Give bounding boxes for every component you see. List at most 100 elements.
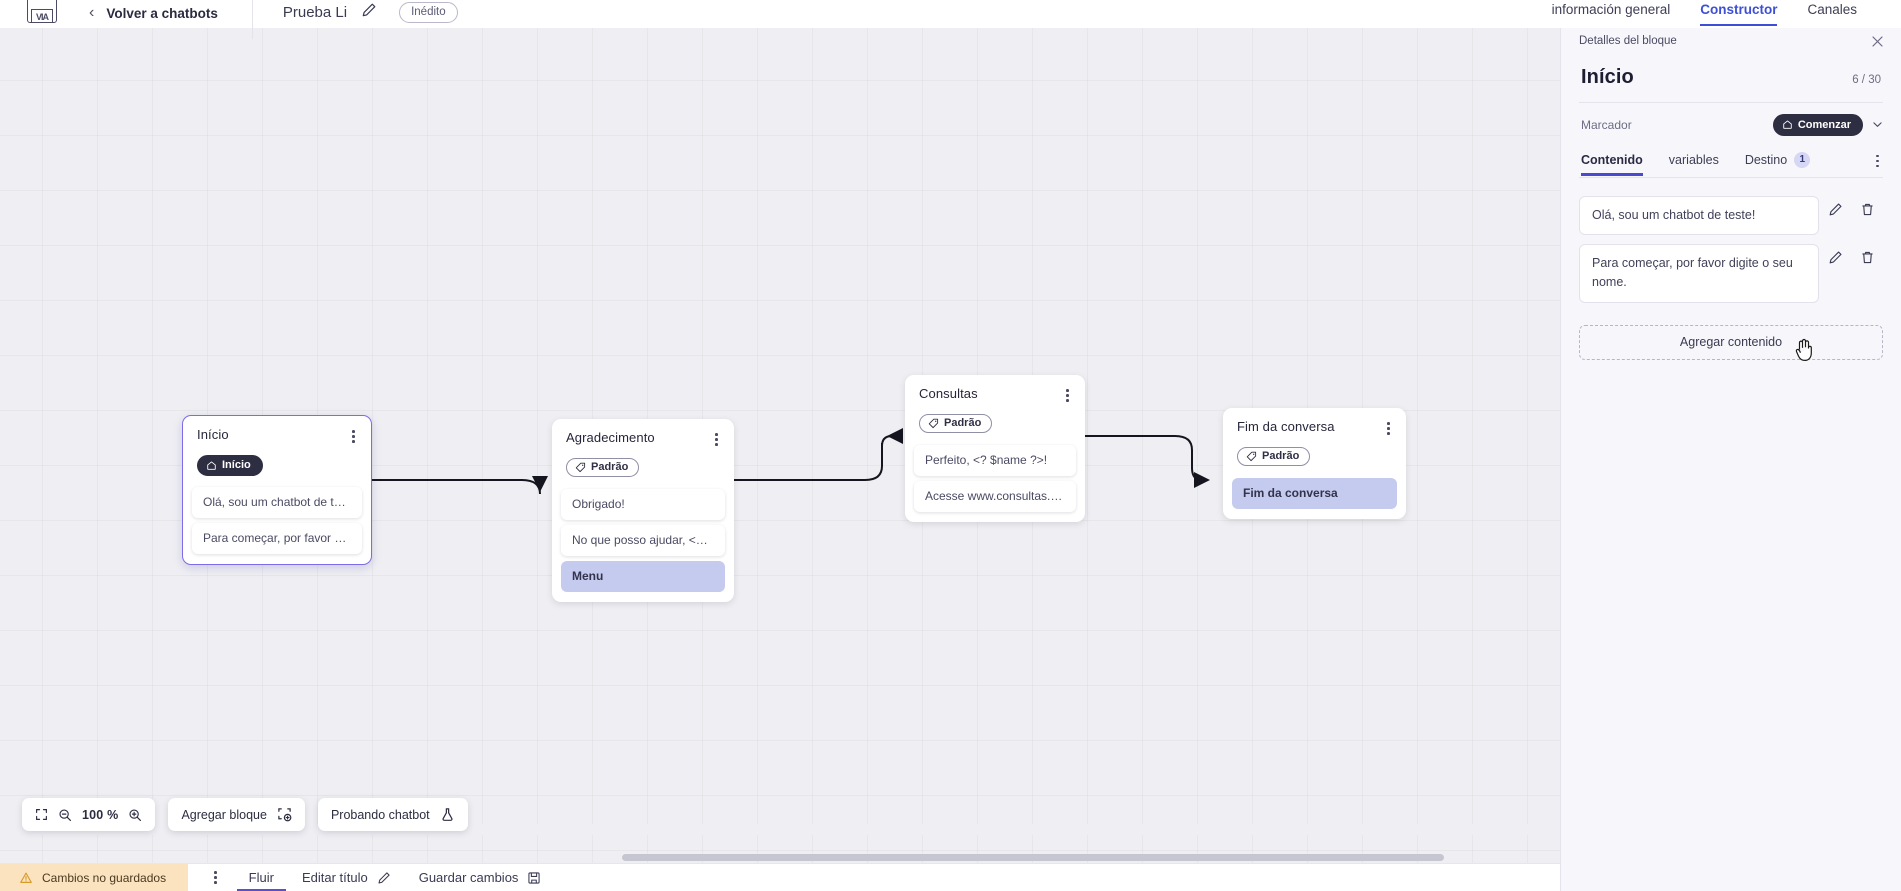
node-tag-row: Padrão [552,449,734,489]
zoom-in-icon[interactable] [128,808,142,822]
panel-tab-contenido[interactable]: Contenido [1581,153,1643,176]
node-message[interactable]: Perfeito, <? $name ?>! [914,444,1076,476]
bottom-tab-fluir[interactable]: Fluir [236,864,287,891]
content-row-actions [1819,244,1883,265]
unsaved-changes-banner: Cambios no guardados [0,863,189,891]
fit-screen-icon[interactable] [35,808,48,821]
node-message[interactable]: Para começar, por favor digite o ... [192,523,362,555]
edit-title-button[interactable]: Editar título [302,864,391,891]
app-logo-icon[interactable]: VIA [27,0,57,23]
warning-icon [19,871,33,885]
node-tag-badge[interactable]: Padrão [919,413,993,434]
node-tag-badge[interactable]: Padrão [1237,446,1311,467]
node-tag-label: Padrão [944,417,982,430]
node-title: Início [197,427,229,442]
home-icon [1782,119,1793,130]
save-changes-label: Guardar cambios [418,870,519,885]
panel-tab-variables[interactable]: variables [1669,153,1719,176]
back-chevron-icon[interactable]: ‹ [89,4,95,21]
marker-control: Comenzar [1772,114,1884,136]
panel-header: Detalles del bloque [1561,28,1901,54]
node-tag-row: Padrão [1223,438,1406,478]
node-kebab-icon[interactable] [1062,386,1073,405]
marker-label: Marcador [1581,117,1632,132]
zoom-out-icon[interactable] [58,808,72,822]
panel-header-title: Detalles del bloque [1579,35,1677,47]
document-title: Prueba Li [282,3,348,21]
node-message-highlight[interactable]: Fim da conversa [1232,477,1397,509]
back-to-chatbots-link[interactable]: Volver a chatbots [106,5,218,21]
panel-tabs-kebab-icon[interactable] [1872,152,1883,177]
header-tabs: información general Constructor Canales [1552,0,1901,28]
pencil-icon[interactable] [1819,250,1851,265]
node-tag-label: Padrão [591,461,629,474]
flow-node-consultas[interactable]: Consultas Padrão Perfeito, <? $name ?>! … [905,375,1085,522]
node-message[interactable]: No que posso ajudar, <? $name ... [561,524,725,556]
app-logo-mark: VIA [31,9,53,22]
flow-node-fim-da-conversa[interactable]: Fim da conversa Padrão Fim da conversa [1223,408,1406,519]
node-message[interactable]: Obrigado! [561,488,725,520]
bottom-bar: Cambios no guardados Fluir Editar título… [0,863,1560,891]
node-message[interactable]: Acesse www.consultas.com par... [914,480,1076,512]
panel-content-list: Olá, sou um chatbot de teste! Para começ… [1561,178,1901,303]
add-block-icon [277,807,292,822]
pencil-icon [377,871,391,885]
panel-tab-destino-label: Destino [1744,152,1788,167]
node-tag-row: Padrão [905,405,1085,445]
zoom-level-value: 100 % [82,807,119,822]
node-messages: Perfeito, <? $name ?>! Acesse www.consul… [905,444,1085,522]
node-tag-label: Início [222,459,251,472]
flow-canvas[interactable]: Início Início Olá, sou um chatbot de tes… [0,28,1560,863]
node-kebab-icon[interactable] [711,430,722,449]
tab-canales[interactable]: Canales [1807,2,1857,17]
panel-tabs-underline [1579,176,1883,178]
panel-tab-destino[interactable]: Destino 1 [1744,151,1811,177]
panel-tab-destino-badge: 1 [1794,151,1811,168]
top-header: VIA ‹ Volver a chatbots Prueba Li Inédit… [0,0,1560,39]
edit-title-pencil-icon[interactable] [361,2,377,23]
save-changes-button[interactable]: Guardar cambios [419,864,542,891]
test-chatbot-button[interactable]: Probando chatbot [317,798,468,831]
flask-icon [440,807,455,822]
canvas-hscrollbar-thumb[interactable] [622,854,1444,861]
node-message[interactable]: Olá, sou um chatbot de teste! [192,487,362,519]
trash-icon[interactable] [1851,250,1883,265]
panel-tab-contenido-label: Contenido [1581,152,1643,167]
add-block-button[interactable]: Agregar bloque [168,798,305,831]
add-content-button[interactable]: Agregar contenido [1579,324,1883,360]
marker-badge[interactable]: Comenzar [1772,114,1863,136]
status-badge: Inédito [399,2,458,23]
chevron-down-icon[interactable] [1871,118,1884,131]
node-message-highlight[interactable]: Menu [561,560,725,592]
panel-divider [1579,102,1883,103]
content-row: Para começar, por favor digite o seu nom… [1579,244,1883,303]
unsaved-changes-label: Cambios no guardados [42,870,167,885]
node-title: Agradecimento [566,430,655,445]
node-kebab-icon[interactable] [1383,419,1394,438]
node-tag-badge[interactable]: Início [197,454,263,477]
content-message-text[interactable]: Para começar, por favor digite o seu nom… [1579,244,1819,303]
node-kebab-icon[interactable] [348,427,359,446]
tag-icon [1246,451,1257,462]
pencil-icon[interactable] [1819,202,1851,217]
node-tag-label: Padrão [1262,450,1300,463]
node-tag-badge[interactable]: Padrão [566,457,640,478]
marker-value: Comenzar [1797,118,1851,131]
close-icon[interactable] [1870,34,1885,49]
tab-constructor[interactable]: Constructor [1700,2,1778,26]
trash-icon[interactable] [1851,202,1883,217]
flow-edges [372,428,1210,495]
canvas-hscrollbar-track[interactable] [0,824,1560,835]
canvas-toolbar: 100 % Agregar bloque Probando chatbot [22,798,468,831]
tab-informacion-general[interactable]: información general [1551,2,1671,17]
node-messages: Fim da conversa [1223,477,1406,519]
edit-title-label: Editar título [301,870,368,885]
bottom-kebab-icon[interactable] [210,868,221,887]
block-details-panel: Detalles del bloque Início 6 / 30 Marcad… [1560,28,1901,891]
content-message-text[interactable]: Olá, sou um chatbot de teste! [1579,195,1819,236]
save-icon [527,871,541,885]
content-row: Olá, sou um chatbot de teste! [1579,195,1883,236]
flow-node-agradecimento[interactable]: Agradecimento Padrão Obrigado! No que po… [552,419,734,602]
flow-node-inicio[interactable]: Início Início Olá, sou um chatbot de tes… [182,415,372,566]
home-icon [206,460,217,471]
